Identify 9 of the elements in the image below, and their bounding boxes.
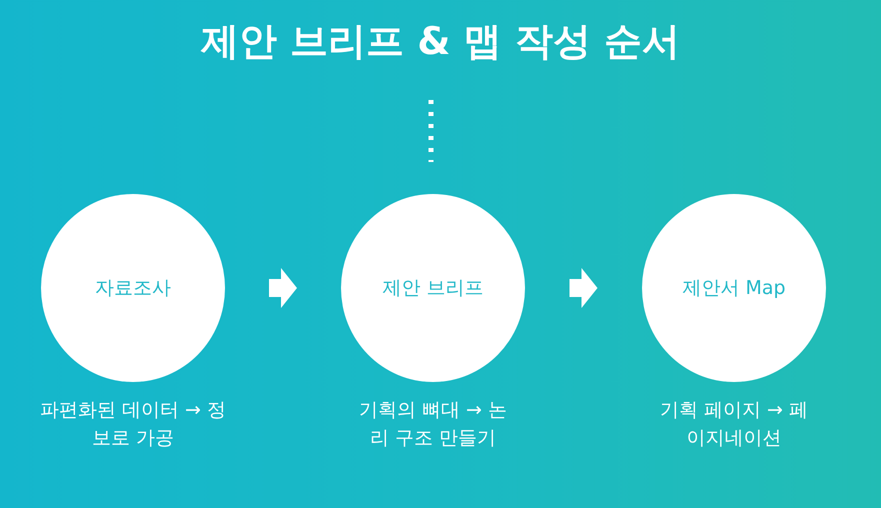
circle-label: 제안 브리프	[382, 276, 484, 301]
arrow	[570, 268, 598, 308]
circle-label: 제안서 Map	[682, 276, 786, 301]
caption-text: 기획 페이지 → 페이지네이션	[658, 398, 810, 451]
caption-text: 파편화된 데이터 → 정보로 가공	[38, 398, 228, 451]
arrow	[269, 268, 297, 308]
caption-text: 기획의 뼈대 → 논리 구조 만들기	[358, 398, 508, 451]
title: 제안 브리프 & 맵 작성 순서	[200, 18, 682, 65]
circle-label: 자료조사	[95, 276, 171, 301]
